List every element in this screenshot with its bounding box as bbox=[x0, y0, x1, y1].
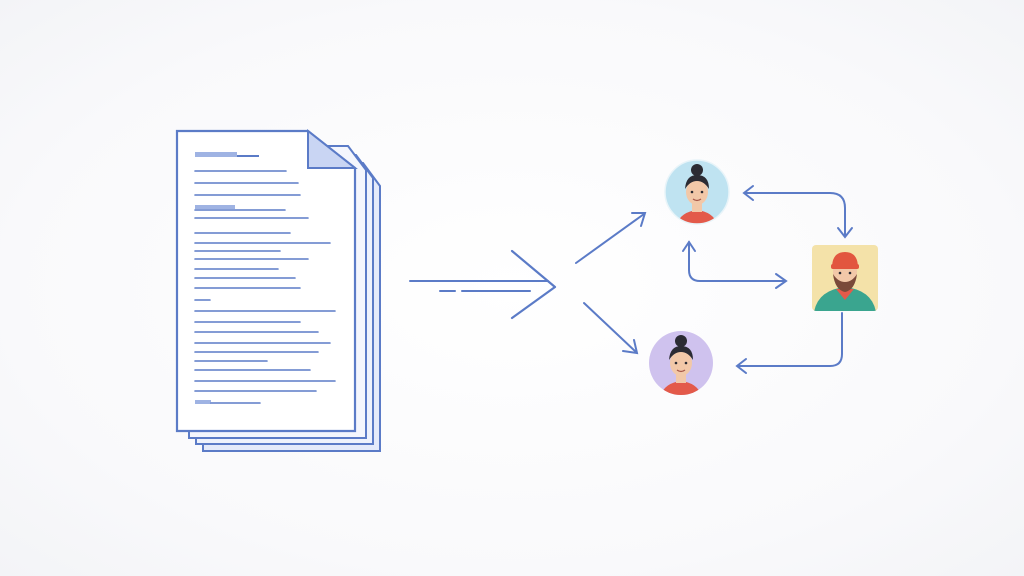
document-stack-icon bbox=[175, 128, 381, 452]
bearded-man-avatar-icon bbox=[812, 245, 878, 311]
connector-top-to-right bbox=[742, 185, 853, 239]
connector-right-to-top bbox=[682, 240, 788, 289]
woman-avatar-icon bbox=[664, 159, 730, 225]
main-arrow bbox=[409, 249, 557, 320]
document-text-lines bbox=[194, 152, 336, 404]
connector-right-to-bottom bbox=[735, 312, 843, 374]
branch-arrow-up bbox=[575, 212, 647, 264]
branch-arrow-down bbox=[583, 302, 639, 355]
woman-bun-avatar-icon bbox=[649, 331, 713, 395]
